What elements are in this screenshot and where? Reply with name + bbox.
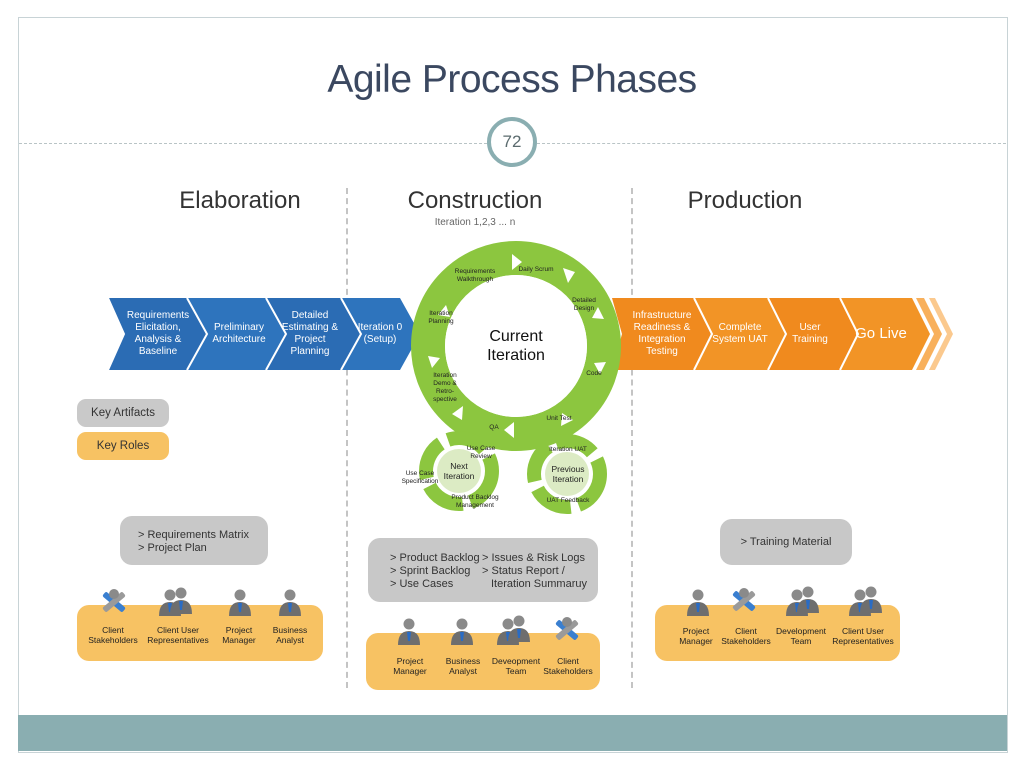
footer-bar — [18, 715, 1007, 751]
next-iteration-cycle — [419, 431, 499, 511]
artifacts-elaboration: > Requirements Matrix > Project Plan — [120, 516, 268, 565]
artifacts-construction-right: > Issues & Risk Logs > Status Report / I… — [482, 552, 587, 591]
title-rule-left — [19, 143, 487, 144]
chevron-1 — [108, 298, 207, 370]
client-stakeholders-icon-production — [732, 588, 756, 612]
business-analyst-icon — [279, 589, 301, 616]
artifacts-production: > Training Material — [720, 519, 852, 565]
artifact-iteration-summary: Iteration Summaruy — [491, 578, 587, 590]
cycle-code: Code — [586, 370, 602, 377]
chevron-go-live — [840, 298, 930, 370]
artifact-issues-risk-logs: > Issues & Risk Logs — [482, 552, 586, 564]
role-project-manager-construction: Project Manager — [393, 656, 427, 676]
cycle-demo-retro: Iteration Demo & Retro-spective — [433, 372, 457, 403]
cycle-detailed-design: Detailed Design — [572, 297, 596, 312]
cycle-unit-test: Unit Test — [546, 415, 572, 422]
chevron-tail-2 — [929, 298, 953, 370]
role-client-stakeholders-construction: Client Stakeholders — [543, 656, 593, 676]
role-client-stakeholders-production: Client Stakeholders — [721, 626, 771, 646]
chevron-tail-1 — [916, 298, 942, 370]
title-rule-right — [537, 143, 1006, 144]
previous-iteration-cycle — [527, 434, 607, 514]
phase-construction: Construction — [407, 187, 543, 214]
artifact-requirements-matrix: > Requirements Matrix — [138, 529, 249, 541]
role-development-team-production: Development Team — [775, 626, 827, 646]
business-analyst-icon-construction — [451, 618, 473, 645]
artifact-use-cases: > Use Cases — [390, 578, 454, 590]
iteration-cycle — [411, 241, 621, 451]
role-business-analyst: Business Analyst — [272, 625, 308, 645]
role-business-analyst-construction: Business Analyst — [445, 656, 481, 676]
blue-chevrons — [107, 297, 420, 371]
artifact-product-backlog: > Product Backlog — [390, 552, 480, 564]
phase-divider-1 — [346, 188, 348, 688]
client-stakeholders-icon-construction — [555, 617, 579, 641]
cycle-daily-scrum: Daily Scrum — [518, 266, 554, 273]
chevron-4 — [341, 298, 420, 370]
role-project-manager-production: Project Manager — [679, 626, 713, 646]
artifact-project-plan: > Project Plan — [138, 542, 207, 554]
phase-divider-2 — [631, 188, 633, 688]
step-requirements: Requirements Elicitation, Analysis & Bas… — [126, 310, 190, 357]
artifact-sprint-backlog: > Sprint Backlog — [390, 565, 471, 577]
orange-chevrons — [612, 297, 953, 371]
next-use-case-specification: Use Case Specification — [401, 470, 439, 485]
step-uat: Complete System UAT — [712, 322, 768, 345]
project-manager-icon-construction — [398, 618, 420, 645]
role-client-user-representatives: Client User Representatives — [147, 625, 209, 645]
previous-center — [545, 452, 589, 496]
role-client-stakeholders: Client Stakeholders — [88, 625, 138, 645]
step-infrastructure: Infrastructure Readiness & Integration T… — [632, 310, 692, 357]
role-client-user-representatives-production: Client User Representatives — [832, 626, 894, 646]
phase-elaboration: Elaboration — [179, 187, 301, 214]
cycle-requirements-walkthrough: Requirements Walkthrough — [454, 268, 496, 283]
project-manager-icon-production — [687, 589, 709, 616]
development-team-icon-2 — [508, 615, 530, 642]
next-center — [437, 449, 481, 493]
next-product-backlog-management: Product Backlog Management — [451, 494, 499, 509]
role-project-manager: Project Manager — [222, 625, 256, 645]
chevron-6 — [694, 298, 786, 370]
next-ring — [419, 431, 499, 511]
slide-title: Agile Process Phases — [327, 58, 697, 101]
cycle-qa: QA — [489, 424, 499, 431]
current-iteration-label: Current Iteration — [487, 328, 545, 364]
page-number: 72 — [487, 117, 537, 167]
client-stakeholders-icon — [102, 589, 126, 613]
artifact-training-material: > Training Material — [740, 535, 832, 548]
previous-iteration-label: Previous Iteration — [551, 464, 585, 484]
previous-ring — [527, 434, 607, 514]
cycle-iteration-planning: Iteration Planning — [428, 310, 454, 325]
chevron-7 — [768, 298, 858, 370]
previous-uat-feedback: UAT Feedback — [546, 497, 590, 504]
legend-key-roles: Key Roles — [77, 432, 169, 460]
client-user-representatives-icon-production-2 — [860, 586, 882, 613]
chevron-3 — [266, 298, 361, 370]
step-user-training: User Training — [792, 322, 828, 345]
development-team-icon-production-2 — [797, 586, 819, 613]
construction-iterations: Iteration 1,2,3 ... n — [434, 217, 516, 228]
artifacts-construction: > Product Backlog > Sprint Backlog > Use… — [368, 538, 598, 602]
artifact-status-report: > Status Report / — [482, 565, 565, 577]
next-use-case-review: Use Case Review — [466, 445, 496, 460]
project-manager-icon — [229, 589, 251, 616]
step-estimating: Detailed Estimating & Project Planning — [281, 310, 339, 357]
chevron-2 — [187, 298, 286, 370]
phase-production: Production — [687, 187, 803, 214]
step-go-live: Go Live — [855, 325, 907, 342]
next-iteration-label: Next Iteration — [443, 461, 475, 481]
previous-iteration-uat: Iteration UAT — [549, 446, 587, 453]
step-iteration-0: Iteration 0 (Setup) — [357, 322, 403, 345]
chevron-5 — [612, 298, 712, 370]
step-architecture: Preliminary Architecture — [212, 322, 266, 345]
cycle-center — [445, 275, 587, 417]
artifacts-construction-left: > Product Backlog > Sprint Backlog > Use… — [390, 552, 480, 591]
role-development-team-construction: Deveopment Team — [491, 656, 541, 676]
legend-key-artifacts: Key Artifacts — [77, 399, 169, 427]
